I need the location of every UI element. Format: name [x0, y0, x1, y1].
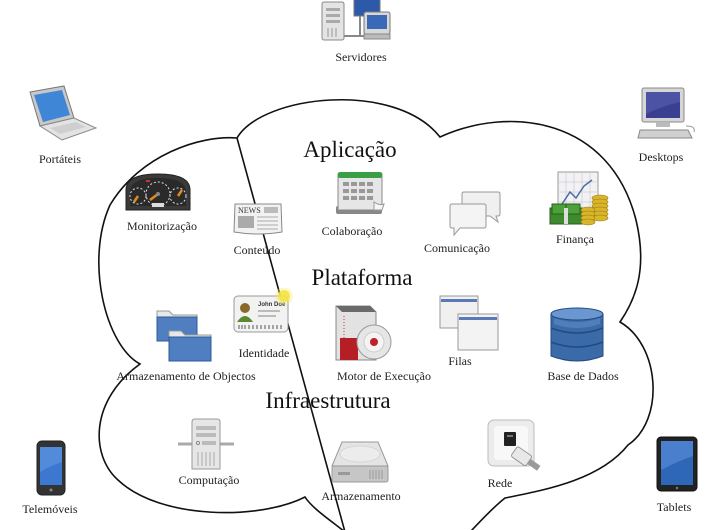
network-port-icon [486, 418, 548, 476]
infra-item-label-storage: Armazenamento [321, 489, 401, 503]
app-item-label-communication: Comunicação [424, 241, 490, 255]
app-item-label-collaboration: Colaboração [321, 224, 383, 238]
platform-item-label-runtime: Motor de Execução [337, 369, 431, 383]
layer-title-application: Aplicação [303, 137, 397, 162]
laptop-icon [24, 84, 100, 146]
smartphone-icon [36, 440, 66, 496]
client-label-tablets: Tablets [656, 500, 692, 514]
queue-windows-icon [438, 294, 500, 352]
app-item-label-monitoring: Monitorização [127, 219, 197, 233]
platform-item-label-object-storage: Armazenamento de Objectos [116, 369, 256, 383]
database-icon [548, 306, 606, 364]
app-item-label-content: Conteúdo [233, 243, 281, 257]
app-item-label-finance: Finança [556, 232, 594, 246]
platform-item-label-queues: Filas [448, 354, 472, 368]
newspaper-icon-text: NEWS [238, 206, 261, 215]
client-label-servers: Servidores [335, 50, 387, 64]
layer-title-platform: Plataforma [311, 265, 413, 290]
desktop-icon [636, 86, 696, 142]
client-label-laptops: Portáteis [39, 152, 81, 166]
runtime-disc-icon [330, 302, 392, 362]
infra-item-label-compute: Computação [178, 473, 240, 487]
dashboard-gauge-icon [122, 170, 194, 214]
client-label-phones: Telemóveis [22, 502, 78, 516]
chat-bubbles-icon [448, 190, 502, 238]
hard-drive-icon [330, 440, 390, 484]
finance-chart-money-icon [548, 170, 610, 228]
compute-server-icon [176, 418, 236, 470]
tablet-icon [656, 436, 698, 492]
platform-item-label-database: Base de Dados [547, 369, 619, 383]
id-card-icon-text: John Doe [258, 302, 286, 308]
newspaper-icon: NEWS [232, 202, 284, 236]
infra-item-label-network: Rede [487, 476, 513, 490]
id-card-icon: John Doe [232, 287, 294, 336]
calendar-icon [334, 170, 386, 218]
layer-title-infrastructure: Infraestrutura [265, 388, 391, 413]
servers-icon [320, 0, 392, 44]
client-label-desktops: Desktops [638, 150, 684, 164]
platform-item-label-identity: Identidade [238, 346, 290, 360]
folders-icon [155, 305, 213, 363]
